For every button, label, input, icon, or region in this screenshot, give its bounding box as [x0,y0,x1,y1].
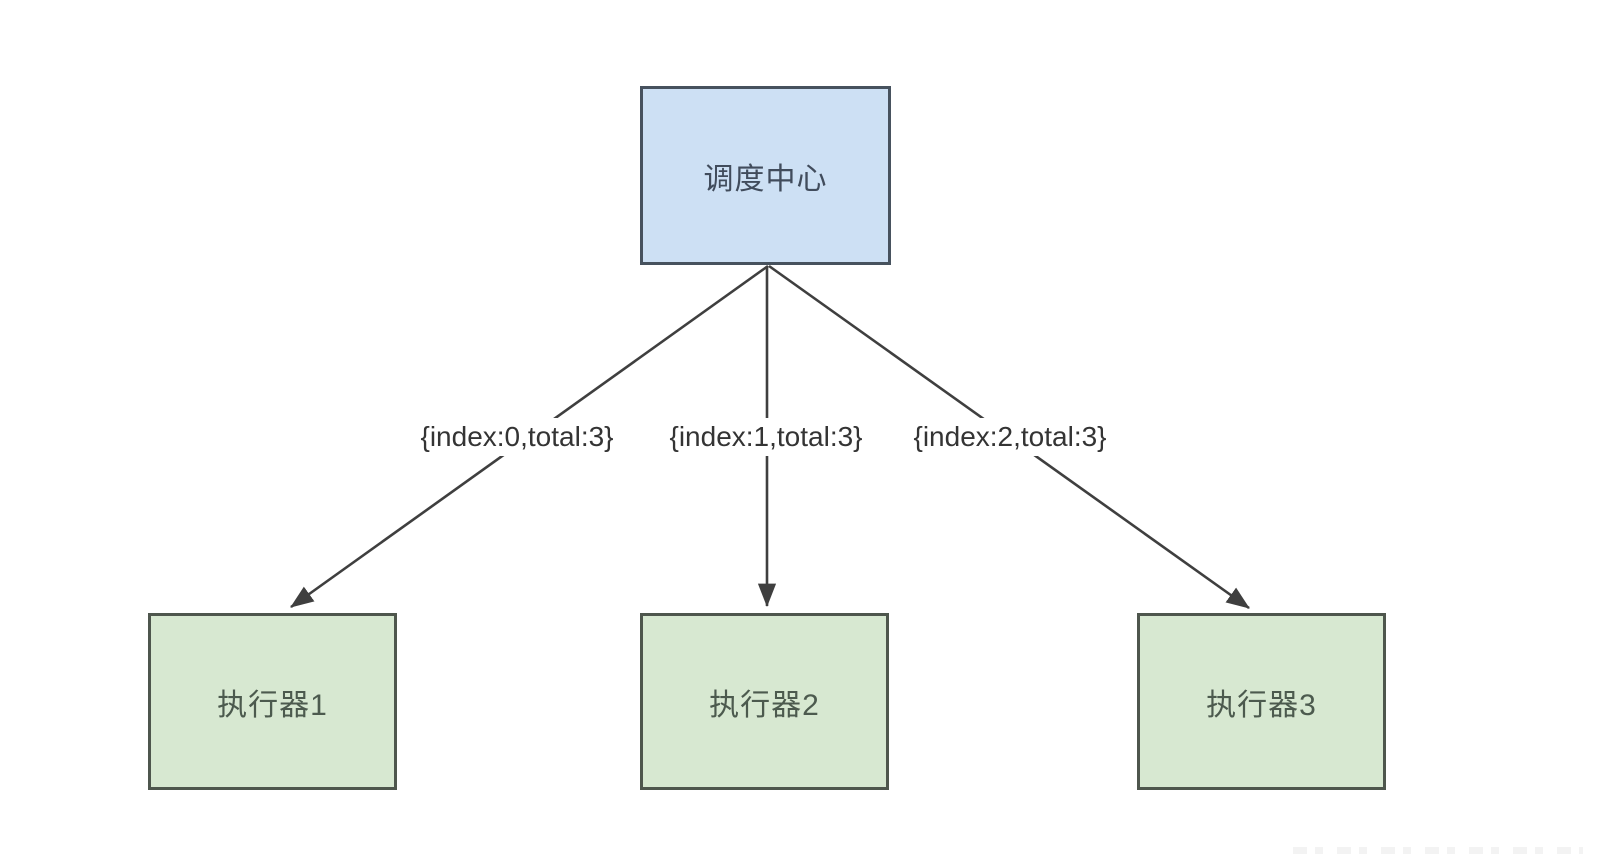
edge-label-shard-0: {index:0,total:3} [414,418,620,456]
node-executor-1: 执行器1 [148,613,397,790]
node-executor-3: 执行器3 [1137,613,1386,790]
node-executor-1-label: 执行器1 [217,688,328,722]
edge-label-shard-1: {index:1,total:3} [663,418,869,456]
edge-label-shard-2: {index:2,total:3} [907,418,1113,456]
node-executor-2: 执行器2 [640,613,889,790]
node-executor-3-label: 执行器3 [1206,688,1317,722]
watermark-remnant [1293,847,1583,854]
node-scheduler: 调度中心 [640,86,891,265]
node-executor-2-label: 执行器2 [709,688,820,722]
node-scheduler-label: 调度中心 [703,162,828,196]
